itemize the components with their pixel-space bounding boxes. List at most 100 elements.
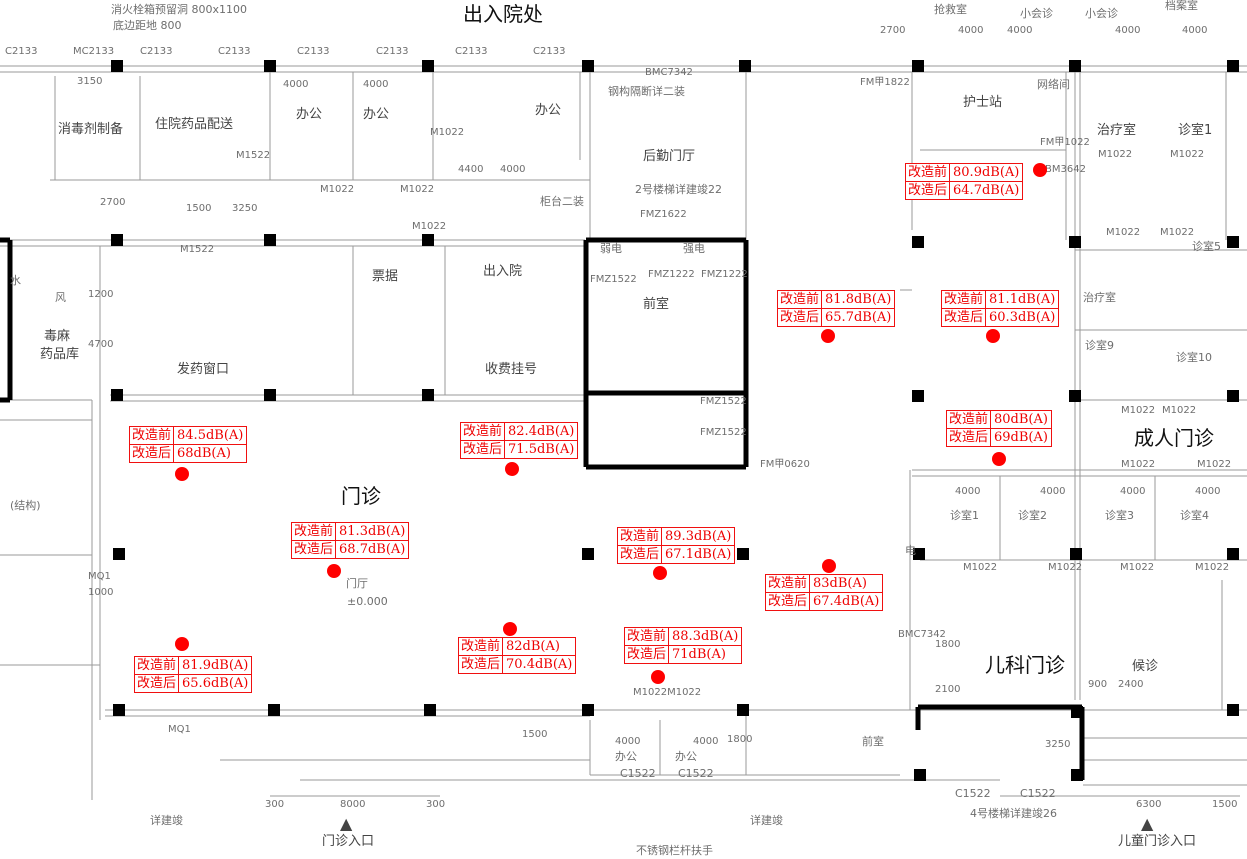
after-value: 67.4dB(A) [813,594,880,609]
structural-column [1069,236,1081,248]
room-label: 详建竣 [150,814,183,827]
structural-column [1071,706,1083,718]
room-label: 诊室10 [1176,351,1212,364]
structural-column [1070,548,1082,560]
after-value: 68dB(A) [177,446,231,461]
room-label: 办公 [615,750,637,763]
dimension-label: M1522 [180,244,215,255]
dimension-label: M1022 [430,127,465,138]
room-label: 风 [55,291,66,304]
dimension-label: 2100 [935,684,961,695]
after-value: 71dB(A) [672,647,726,662]
room-label: 门厅 [346,577,368,590]
room-label: C1522 [1020,787,1056,800]
dimension-label: FMZ1522 [700,396,747,407]
room-label: 儿童门诊入口 [1118,834,1197,849]
room-label: 诊室9 [1085,339,1114,352]
structural-column [111,389,123,401]
before-label: 改造前 [459,638,504,655]
before-label: 改造前 [906,164,951,181]
before-value: 84.5dB(A) [177,428,244,443]
room-label: 诊室4 [1180,509,1209,522]
before-value: 82.4dB(A) [508,424,575,439]
structural-column [912,60,924,72]
before-label: 改造前 [135,657,180,674]
dimension-label: FM甲1822 [860,77,910,88]
after-label: 改造后 [459,656,504,673]
before-value: 80.9dB(A) [953,165,1020,180]
dimension-label: FM甲1022 [1040,137,1090,148]
dimension-label: M1022 [1098,149,1133,160]
structural-column [582,704,594,716]
room-label: 诊室5 [1192,240,1221,253]
dimension-label: 2700 [100,197,126,208]
dimension-label: C2133 [140,46,173,57]
dimension-label: 1200 [88,289,114,300]
room-title-pediatric-outpatient: 儿科门诊 [985,653,1065,677]
room-label: 票据 [372,269,399,284]
before-label: 改造前 [130,427,175,444]
before-label: 改造前 [766,575,811,592]
after-label: 改造后 [130,445,175,462]
before-value: 81.8dB(A) [825,292,892,307]
dimension-label: FMZ1222 [648,269,695,280]
after-value: 64.7dB(A) [953,183,1020,198]
structural-column [264,60,276,72]
room-label: 住院药品配送 [155,117,234,132]
dimension-label: 1500 [186,203,212,214]
structural-column [912,236,924,248]
dimension-label: 300 [265,799,285,810]
dimension-label: 4000 [1040,486,1066,497]
dimension-label: BMC7342 [645,67,693,78]
structural-column [1227,60,1239,72]
before-value: 89.3dB(A) [665,529,732,544]
dimension-label: M1022 [1048,562,1083,573]
dimension-label: M1022 [1106,227,1141,238]
dimension-label: FMZ1522 [700,427,747,438]
dimension-label: M1022 [400,184,435,195]
room-label: 水 [10,274,21,287]
structural-column [1071,769,1083,781]
room-label: 治疗室 [1097,123,1137,138]
room-label: 药品库 [40,347,80,362]
dimension-label: M1022 [1170,149,1205,160]
room-label: 小会诊 [1020,7,1053,20]
dimension-label: 4000 [693,736,719,747]
room-label: 不锈钢栏杆扶手 [636,844,713,857]
dimension-label: BMC7342 [898,629,946,640]
entrance-arrow-icon: ▲ [340,814,353,833]
after-value: 68.7dB(A) [339,542,406,557]
structural-column [113,548,125,560]
dimension-label: 900 [1088,679,1108,690]
structural-column [1227,548,1239,560]
room-label: 底边距地 800 [113,19,182,32]
entrance-arrow-icon: ▲ [1141,814,1154,833]
room-label: C1522 [678,767,714,780]
before-value: 81.3dB(A) [339,524,406,539]
before-value: 81.1dB(A) [989,292,1056,307]
room-label: 办公 [675,750,697,763]
before-label: 改造前 [625,628,670,645]
after-label: 改造后 [625,646,670,663]
room-label: 护士站 [963,95,1003,110]
room-title-outpatient: 门诊 [341,484,381,508]
structural-column [113,704,125,716]
room-label: ±0.000 [347,595,388,608]
dimension-label: 4000 [1182,25,1208,36]
dimension-label: 4000 [958,25,984,36]
dimension-label: 4000 [1195,486,1221,497]
dimension-label: 4000 [1007,25,1033,36]
dimension-label: 1500 [522,729,548,740]
dimension-label: M1022 [320,184,355,195]
